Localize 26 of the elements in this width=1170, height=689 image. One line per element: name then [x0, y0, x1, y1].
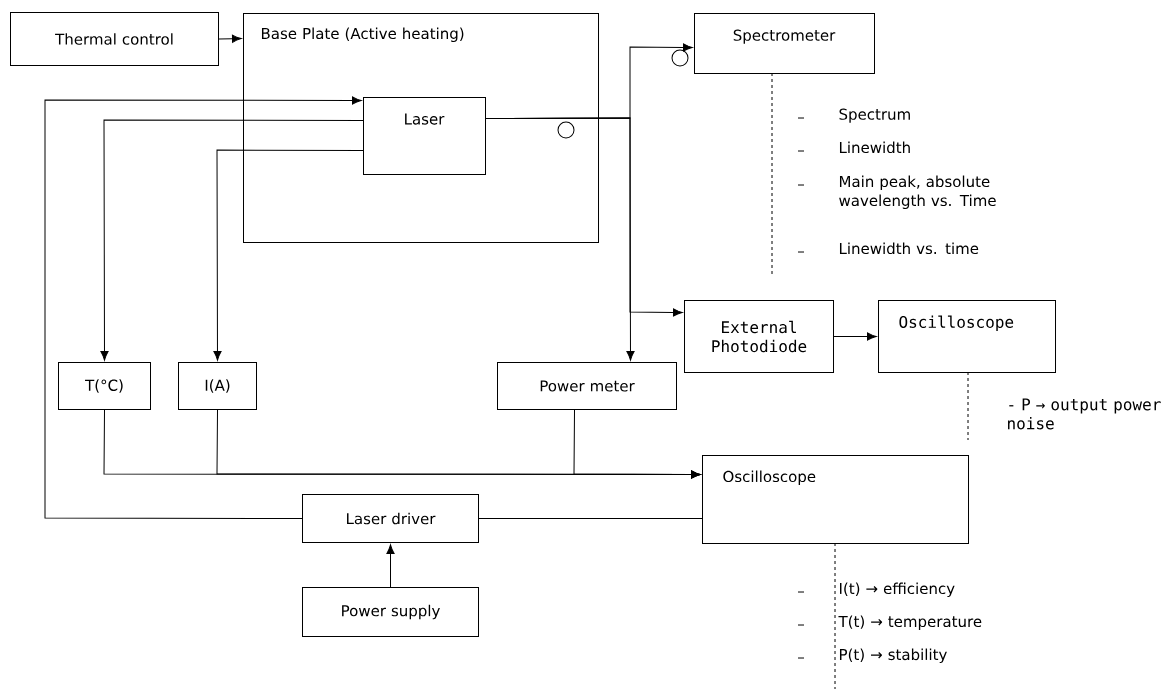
note-text: Main peak, absolute wavelength vs. Time: [839, 175, 996, 209]
note-text: Linewidth vs. time: [840, 242, 979, 255]
process-box: External Photodiode: [684, 300, 834, 373]
laser-box: Laser: [363, 97, 486, 175]
arrow: [386, 544, 395, 588]
note-text: Linewidth: [840, 141, 910, 154]
note-text: P(t) → stability: [840, 648, 947, 664]
process-box: Spectrometer: [694, 13, 875, 74]
note-text: Spectrum: [839, 108, 910, 123]
process-box: I(A): [178, 362, 257, 410]
process-box: Laser driver: [302, 494, 479, 543]
arrow: [833, 332, 877, 341]
process-box: Oscilloscope: [702, 455, 969, 544]
arrow: [573, 409, 701, 479]
note-text: I(t) → efficiency: [840, 582, 955, 598]
arrow: [44, 96, 362, 519]
arrow: [213, 149, 364, 361]
process-box: Power supply: [302, 587, 479, 637]
process-box: Power meter: [497, 362, 677, 410]
arrow: [218, 34, 242, 43]
process-box: T(°C): [58, 362, 151, 410]
note-text: - P → output power noise: [1008, 398, 1161, 430]
process-box: Oscilloscope: [878, 300, 1056, 373]
process-box: Thermal control: [10, 12, 219, 66]
arrow: [100, 119, 364, 361]
note-text: T(t) → temperature: [838, 615, 982, 630]
